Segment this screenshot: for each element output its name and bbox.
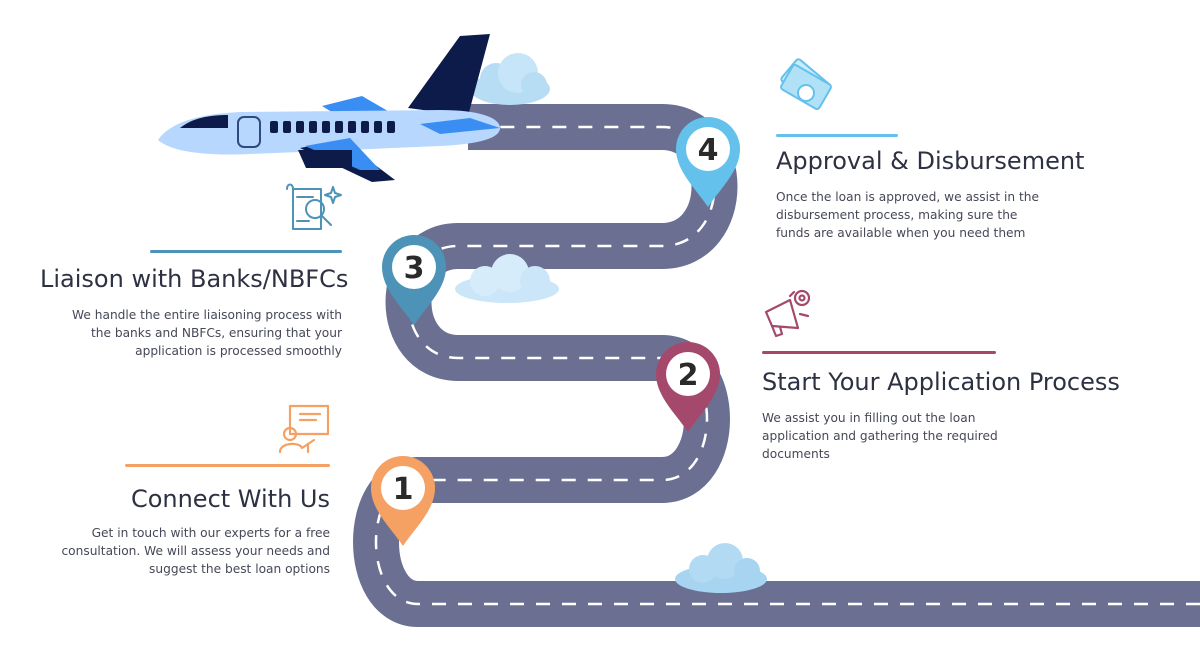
megaphone-icon bbox=[764, 289, 811, 338]
step-4-divider bbox=[776, 134, 898, 137]
cloud-top bbox=[470, 53, 550, 105]
step-1-description: Get in touch with our experts for a free… bbox=[61, 525, 330, 576]
document-search-icon bbox=[286, 183, 342, 230]
cloud-bottom bbox=[675, 543, 767, 593]
step-4-description: Once the loan is approved, we assist in … bbox=[776, 189, 1040, 240]
step-3-title: Liaison with Banks/NBFCs bbox=[40, 265, 349, 293]
step-3-number: 3 bbox=[404, 251, 425, 286]
step-1-liaison: Liaison with Banks/NBFCs We handle the e… bbox=[40, 250, 349, 360]
airplane bbox=[158, 34, 500, 182]
cloud-middle bbox=[455, 254, 559, 303]
step-2-divider bbox=[762, 351, 996, 354]
step-3-description: We handle the entire liaisoning process … bbox=[72, 307, 342, 358]
step-4-number: 4 bbox=[698, 133, 719, 168]
step-2-number: 2 bbox=[678, 358, 699, 393]
step-1-number: 1 bbox=[393, 472, 414, 507]
step-2-title: Start Your Application Process bbox=[762, 368, 1120, 396]
step-1-pin: 1 bbox=[371, 456, 435, 546]
step-3-pin: 3 bbox=[382, 235, 446, 325]
step-1-title: Connect With Us bbox=[130, 485, 330, 513]
presentation-icon bbox=[278, 404, 330, 454]
step-4-pin: 4 bbox=[676, 117, 740, 207]
step-4-title: Approval & Disbursement bbox=[776, 147, 1085, 175]
step-2-pin: 2 bbox=[656, 342, 720, 432]
step-1-divider bbox=[125, 464, 330, 467]
step-2-application: Start Your Application Process We assist… bbox=[762, 351, 1162, 463]
step-4-approval: Approval & Disbursement Once the loan is… bbox=[776, 134, 1136, 242]
money-icon bbox=[780, 58, 832, 111]
step-2-description: We assist you in filling out the loan ap… bbox=[762, 410, 998, 461]
step-1-connect: Connect With Us Get in touch with our ex… bbox=[40, 464, 330, 578]
step-pins: 1 2 3 4 bbox=[371, 117, 740, 546]
step-3-divider bbox=[150, 250, 342, 253]
